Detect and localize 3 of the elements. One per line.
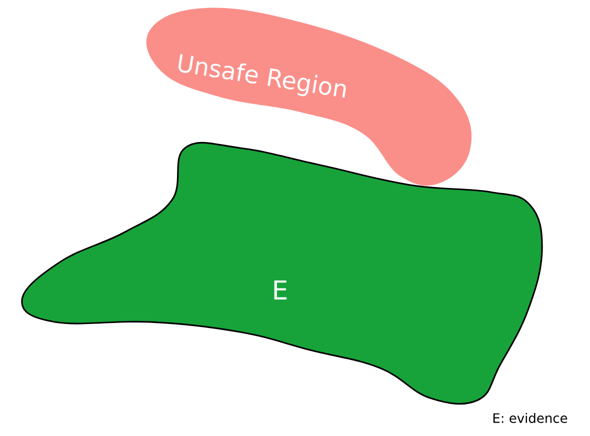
note-text: E: evidence bbox=[493, 412, 568, 424]
region-blob: E bbox=[21, 142, 543, 405]
region-blob: Unsafe Region bbox=[146, 8, 472, 186]
